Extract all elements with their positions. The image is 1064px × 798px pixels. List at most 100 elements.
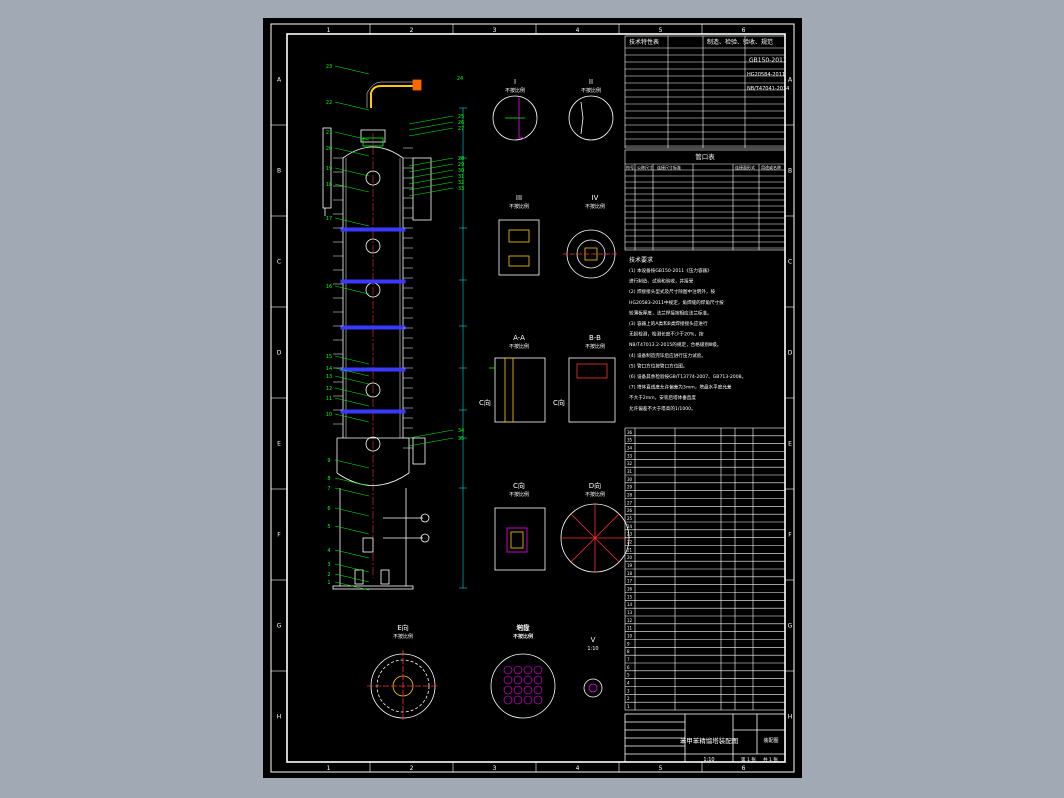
note-line: 不大于2mm，安装后塔体垂直度 xyxy=(629,394,696,401)
part-balloon[interactable]: 30 xyxy=(458,168,464,174)
part-balloon[interactable]: 22 xyxy=(326,100,332,106)
leader-line xyxy=(334,477,370,487)
part-balloon[interactable]: 8 xyxy=(327,476,330,482)
grid-col-top: 5 xyxy=(659,27,663,34)
parts-row-number: 24 xyxy=(627,524,633,529)
sieve-hole xyxy=(533,685,543,695)
view-scale: 不按比例 xyxy=(509,203,529,210)
view-title: IV xyxy=(592,194,599,202)
part-balloon[interactable]: 1 xyxy=(327,580,330,586)
part-balloon[interactable]: 21 xyxy=(326,130,332,136)
part-balloon[interactable]: 26 xyxy=(458,120,464,126)
parts-row-number: 25 xyxy=(627,516,633,521)
part-balloon[interactable]: 13 xyxy=(326,374,332,380)
part-balloon[interactable]: 17 xyxy=(326,216,332,222)
part-balloon[interactable]: 34 xyxy=(458,428,464,434)
parts-row-number: 28 xyxy=(627,493,633,498)
leader-line xyxy=(334,147,370,157)
standard-code: GB150-2011 xyxy=(749,57,787,64)
grid-row-left: G xyxy=(277,623,282,630)
grid-row-right: B xyxy=(788,168,792,175)
part-balloon[interactable]: 4 xyxy=(327,548,330,554)
parts-row-number: 36 xyxy=(627,430,633,435)
outer-frame xyxy=(270,23,795,773)
part-balloon[interactable]: 9 xyxy=(327,458,330,464)
grid-col-bottom: 4 xyxy=(576,765,580,772)
view-title: I xyxy=(514,78,516,86)
parts-row-number: 34 xyxy=(627,446,633,451)
grid-col-top: 1 xyxy=(327,27,331,34)
part-balloon[interactable]: 20 xyxy=(326,146,332,152)
part-balloon[interactable]: 15 xyxy=(326,354,332,360)
grid-row-left: D xyxy=(277,350,282,357)
leader-line xyxy=(334,459,370,469)
grid-col-bottom: 3 xyxy=(493,765,497,772)
grid-row-right: H xyxy=(788,714,793,721)
leader-line xyxy=(334,367,370,377)
leader-line xyxy=(334,525,370,535)
part-balloon[interactable]: 29 xyxy=(458,162,464,168)
grid-col-top: 3 xyxy=(493,27,497,34)
parts-row-number: 18 xyxy=(627,571,633,576)
note-line: (5) 管口方位按管口方位图。 xyxy=(629,362,688,369)
part-balloon[interactable]: 14 xyxy=(326,366,332,372)
part-balloon[interactable]: 3 xyxy=(327,562,330,568)
leader-line xyxy=(334,375,370,385)
sieve-hole xyxy=(513,665,523,675)
part-balloon[interactable]: 18 xyxy=(326,182,332,188)
part-balloon[interactable]: 2 xyxy=(327,572,330,578)
part-balloon[interactable]: 24 xyxy=(457,76,463,82)
part-balloon[interactable]: 23 xyxy=(326,64,332,70)
leader-line xyxy=(408,115,454,125)
inner-frame xyxy=(286,33,786,763)
parts-row-number: 3 xyxy=(627,688,630,693)
sieve-hole xyxy=(533,675,543,685)
part-balloon[interactable]: 28 xyxy=(458,156,464,162)
view-scale: 不按比例 xyxy=(585,203,605,210)
parts-row-number: 1 xyxy=(627,704,630,709)
grid-row-right: E xyxy=(788,441,792,448)
leader-line xyxy=(334,131,370,141)
notes-title: 技术要求 xyxy=(629,256,653,264)
leader-line xyxy=(334,285,370,295)
view-scale: 1:10 xyxy=(587,646,598,652)
grid-row-left: B xyxy=(277,168,281,175)
part-balloon[interactable]: 27 xyxy=(458,126,464,132)
part-balloon[interactable]: 19 xyxy=(326,166,332,172)
note-line: (6) 设备其余检验按GB/T13774-2007、GB713-2008。 xyxy=(629,373,746,380)
part-balloon[interactable]: 5 xyxy=(327,524,330,530)
part-balloon[interactable]: 35 xyxy=(458,436,464,442)
leader-line xyxy=(334,563,370,573)
part-balloon[interactable]: 32 xyxy=(458,180,464,186)
grid-row-left: C xyxy=(277,259,281,266)
leader-line xyxy=(408,157,454,167)
parts-row-number: 32 xyxy=(627,461,633,466)
parts-row-number: 22 xyxy=(627,540,633,545)
sheet-number: 第 1 张 xyxy=(741,756,756,763)
part-balloon[interactable]: 12 xyxy=(326,386,332,392)
parts-row-number: 21 xyxy=(627,547,633,552)
leader-line xyxy=(334,167,370,177)
part-balloon[interactable]: 33 xyxy=(458,186,464,192)
part-balloon[interactable]: 25 xyxy=(458,114,464,120)
sheets-total: 共 1 张 xyxy=(763,756,778,763)
part-balloon[interactable]: 10 xyxy=(326,412,332,418)
manholes xyxy=(365,170,381,452)
parts-row-number: 35 xyxy=(627,438,633,443)
part-balloon[interactable]: 6 xyxy=(327,506,330,512)
view-title: II xyxy=(589,78,593,86)
part-balloon[interactable]: 11 xyxy=(326,396,332,402)
parts-list-numbers: 3635343332313029282726252423222120191817… xyxy=(627,430,633,709)
nozzle-header-cell: 连接面形式 xyxy=(735,164,755,170)
part-balloon[interactable]: 16 xyxy=(326,284,332,290)
part-balloon[interactable]: 7 xyxy=(327,486,330,492)
leader-line xyxy=(334,101,370,111)
part-balloon[interactable]: 31 xyxy=(458,174,464,180)
leader-line xyxy=(334,413,370,423)
view-scale: 不按比例 xyxy=(581,87,601,94)
technical-notes: (1) 本设备按GB150-2011《压力容器》进行制造、试验和验收，并接受(2… xyxy=(629,267,746,412)
nozzle-table xyxy=(624,149,786,251)
